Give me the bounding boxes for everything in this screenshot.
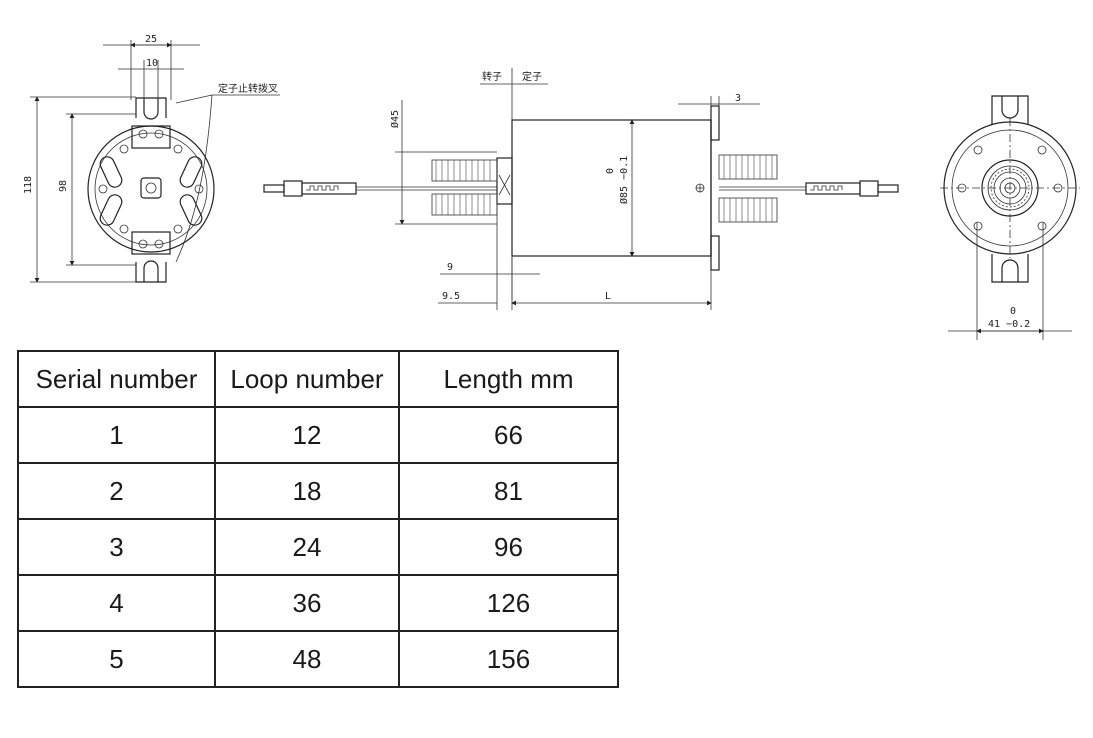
cell-loop: 24	[214, 518, 400, 576]
cell-length: 126	[398, 574, 619, 632]
label-rotor: 转子	[482, 70, 502, 83]
dim-bore: Ø45	[389, 110, 401, 128]
cell-loop: 12	[214, 406, 400, 464]
dim-body: Ø85 −0.1	[618, 156, 630, 204]
table-row: 2 18 81	[17, 462, 619, 520]
table-row: 3 24 96	[17, 518, 619, 576]
cell-length: 81	[398, 462, 619, 520]
dim-width-inner: 10	[146, 58, 158, 69]
header-loop-number: Loop number	[214, 350, 400, 408]
cell-serial: 4	[17, 574, 216, 632]
dim-end-tol: 0	[1010, 306, 1016, 317]
spec-table: Serial number Loop number Length mm 1 12…	[17, 350, 619, 688]
cell-serial: 5	[17, 630, 216, 688]
cell-loop: 18	[214, 462, 400, 520]
dim-end-width: 41 −0.2	[988, 319, 1030, 330]
table-row: 5 48 156	[17, 630, 619, 688]
cell-length: 66	[398, 406, 619, 464]
cell-length: 156	[398, 630, 619, 688]
label-stator: 定子	[522, 70, 542, 83]
cell-loop: 36	[214, 574, 400, 632]
cell-serial: 2	[17, 462, 216, 520]
callout-label: 定子止转拨叉	[218, 82, 278, 95]
table-row: 4 36 126	[17, 574, 619, 632]
dim-width-outer: 25	[145, 34, 157, 45]
technical-drawing: 25 10 定子止转拨叉 118 98 转子 定子	[23, 34, 1080, 340]
dim-height-outer: 118	[23, 176, 34, 194]
front-view: 25 10 定子止转拨叉 118 98	[23, 34, 280, 283]
dim-offset-a: 9	[447, 262, 453, 273]
cell-serial: 3	[17, 518, 216, 576]
cell-loop: 48	[214, 630, 400, 688]
end-view: 0 41 −0.2	[940, 95, 1080, 340]
dim-flange: 3	[735, 93, 741, 104]
dim-offset-b: 9.5	[442, 291, 460, 302]
dim-length: L	[605, 291, 611, 302]
header-length: Length mm	[398, 350, 619, 408]
header-serial-number: Serial number	[17, 350, 216, 408]
cell-serial: 1	[17, 406, 216, 464]
cell-length: 96	[398, 518, 619, 576]
table-header-row: Serial number Loop number Length mm	[17, 350, 619, 408]
side-view: 转子 定子	[263, 68, 899, 310]
table-row: 1 12 66	[17, 406, 619, 464]
dim-height-inner: 98	[58, 180, 69, 192]
dim-body-tol: 0	[605, 168, 616, 174]
